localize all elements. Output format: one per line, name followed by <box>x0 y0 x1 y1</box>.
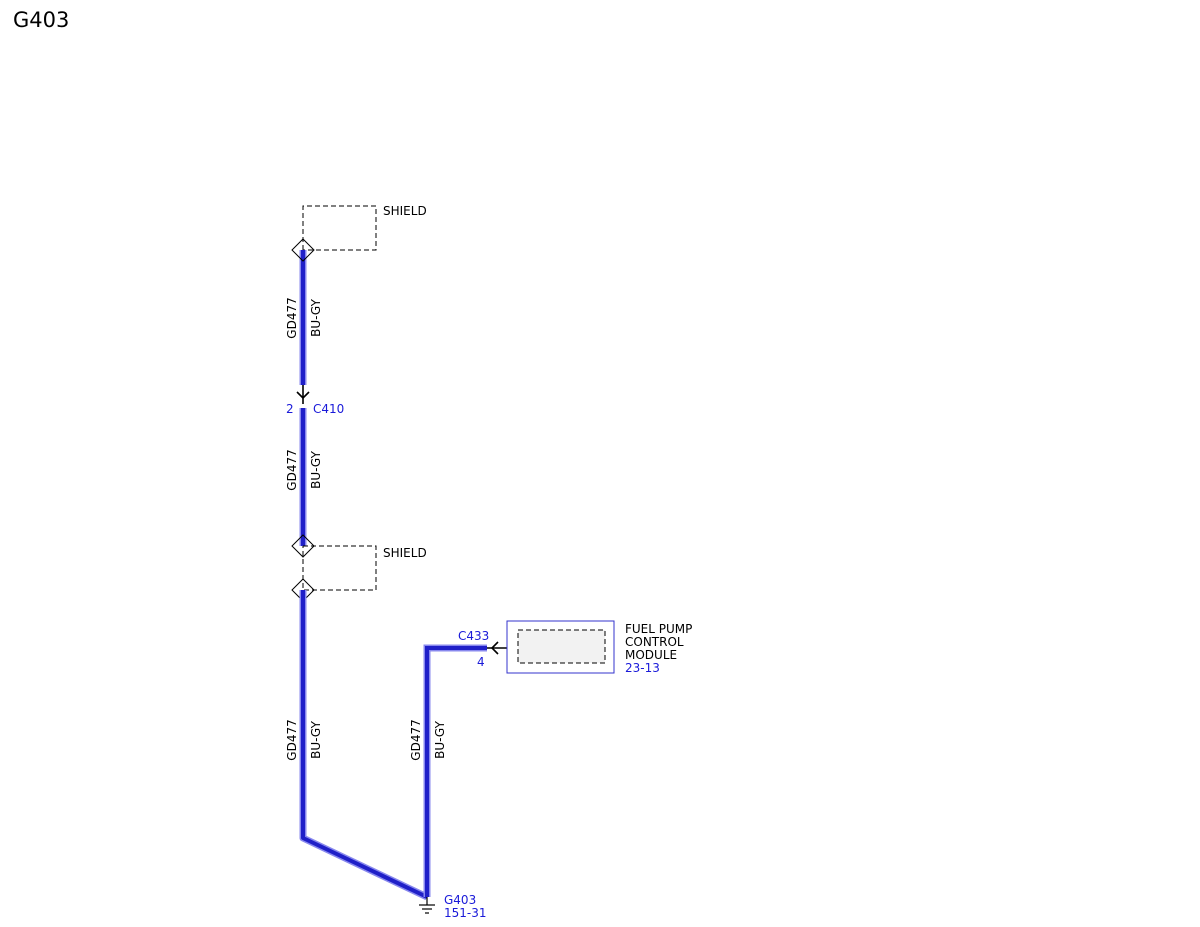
shield-upper-label: SHIELD <box>383 204 427 218</box>
wire-4-circuit: GD477 <box>409 719 423 760</box>
wire-3-color: BU-GY <box>309 720 323 758</box>
page-title: G403 <box>13 8 70 32</box>
wire-2-color: BU-GY <box>309 450 323 488</box>
c410-pin: 2 <box>286 402 294 416</box>
module-name-line-3: MODULE <box>625 648 677 662</box>
wire-2-circuit: GD477 <box>285 449 299 490</box>
fuel-pump-control-module[interactable] <box>506 620 615 674</box>
wire-segment-4[interactable] <box>423 644 487 897</box>
ground-reference-link[interactable]: 151-31 <box>444 906 487 920</box>
shield-upper: SHIELD <box>302 204 427 251</box>
module-name-line-1: FUEL PUMP <box>625 622 692 636</box>
wire-1-color: BU-GY <box>309 298 323 336</box>
wire-segment-3[interactable] <box>299 590 429 901</box>
c410-name[interactable]: C410 <box>313 402 344 416</box>
ground-name[interactable]: G403 <box>444 893 476 907</box>
module-name-line-2: CONTROL <box>625 635 684 649</box>
shield-lower: SHIELD <box>291 534 427 602</box>
c433-name[interactable]: C433 <box>458 629 489 643</box>
connector-c410[interactable] <box>296 385 310 404</box>
wire-4-color: BU-GY <box>433 720 447 758</box>
wire-3-circuit: GD477 <box>285 719 299 760</box>
wire-1-circuit: GD477 <box>285 297 299 338</box>
ground-symbol-icon <box>419 897 435 914</box>
module-reference-link[interactable]: 23-13 <box>625 661 660 675</box>
c433-pin: 4 <box>477 655 485 669</box>
shield-splice-diamond-upper <box>291 238 315 262</box>
shield-lower-label: SHIELD <box>383 546 427 560</box>
